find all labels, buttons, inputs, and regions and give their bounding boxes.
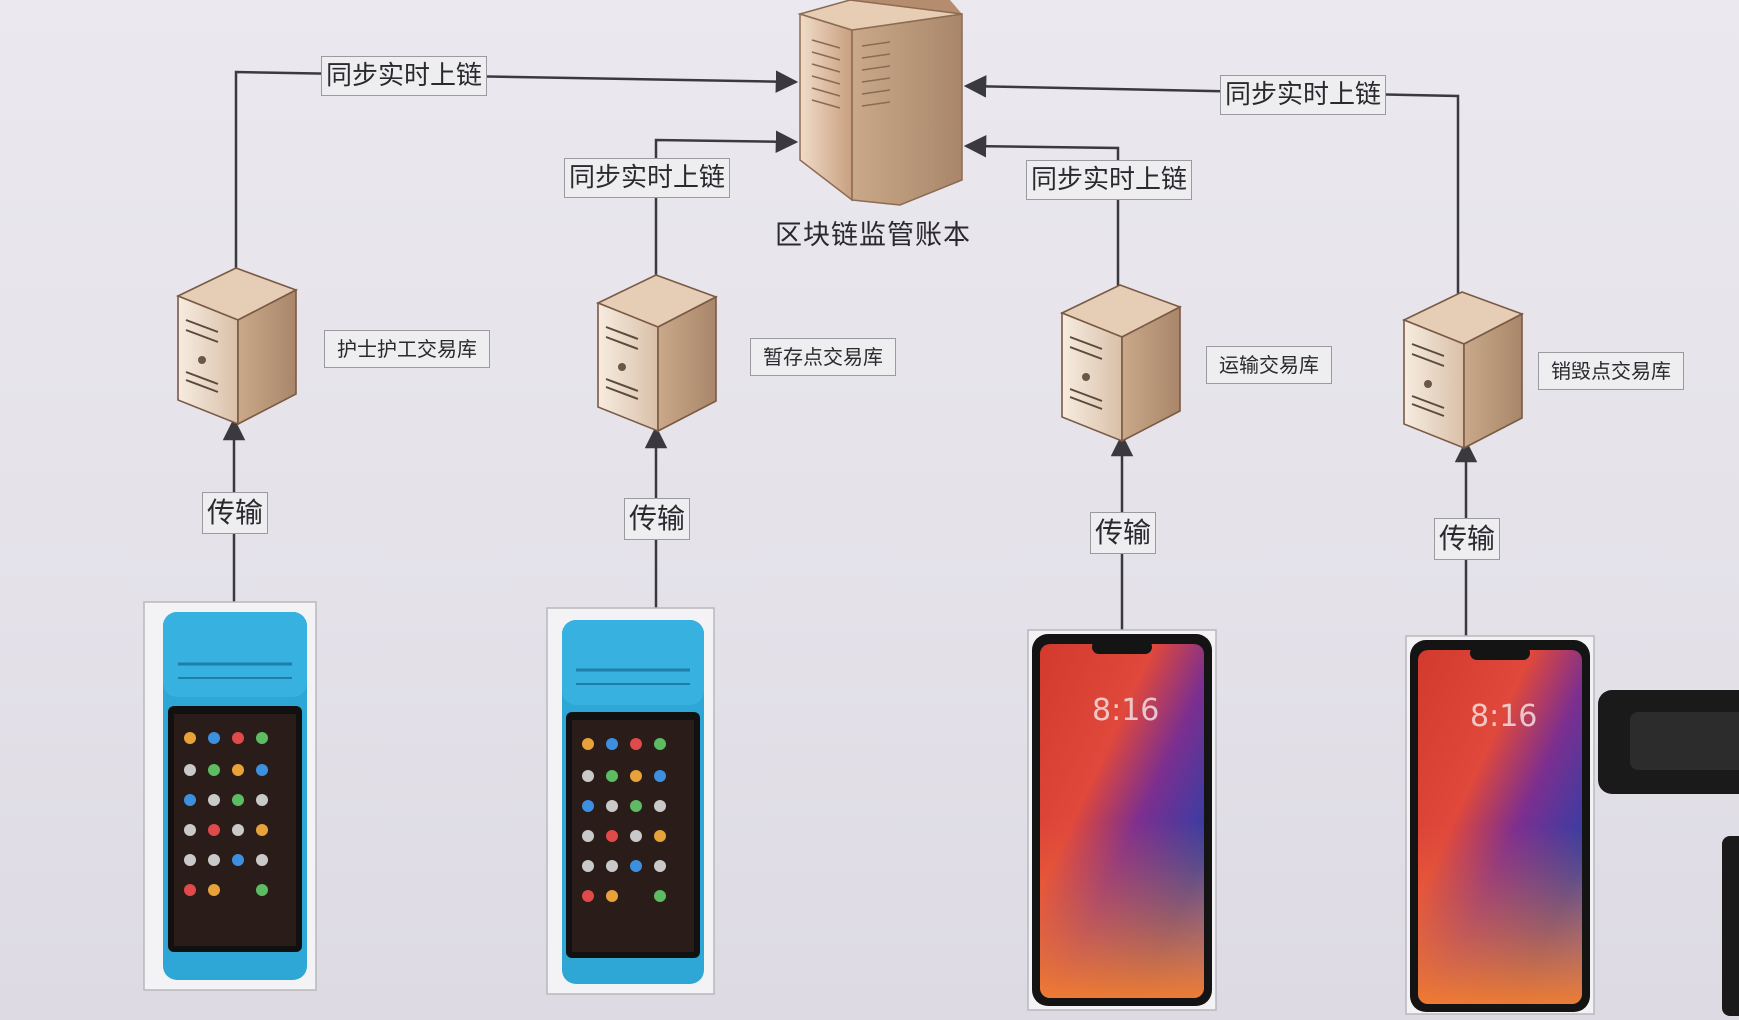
cropped-device xyxy=(1598,690,1739,1016)
sync-label: 同步实时上链 xyxy=(1026,160,1193,200)
phone-clock: 8:16 xyxy=(1470,699,1537,734)
server-icon xyxy=(176,267,298,426)
server-icon xyxy=(596,274,718,433)
blockchain-ledger-server xyxy=(797,0,963,206)
transmit-label: 传输 xyxy=(1090,512,1157,554)
transmit-label: 传输 xyxy=(1434,518,1501,560)
sync-label: 同步实时上链 xyxy=(564,158,731,198)
sync-label: 同步实时上链 xyxy=(321,56,488,96)
db-label-disposal: 销毁点交易库 xyxy=(1538,352,1684,390)
transmit-label: 传输 xyxy=(624,498,691,540)
sync-label: 同步实时上链 xyxy=(1220,75,1387,115)
server-icon xyxy=(1060,284,1182,443)
db-label-nurse: 护士护工交易库 xyxy=(324,330,490,368)
ledger-caption: 区块链监管账本 xyxy=(775,220,971,251)
pos-terminal-icon xyxy=(546,607,715,995)
server-icon xyxy=(1402,291,1524,450)
smartphone-icon: 8:16 xyxy=(1027,629,1217,1011)
pos-terminal-icon xyxy=(143,601,317,991)
phone-clock: 8:16 xyxy=(1092,693,1159,728)
db-label-storage: 暂存点交易库 xyxy=(750,338,896,376)
transmit-label: 传输 xyxy=(202,492,269,534)
smartphone-icon: 8:16 xyxy=(1405,635,1595,1015)
db-label-transport: 运输交易库 xyxy=(1206,346,1332,384)
